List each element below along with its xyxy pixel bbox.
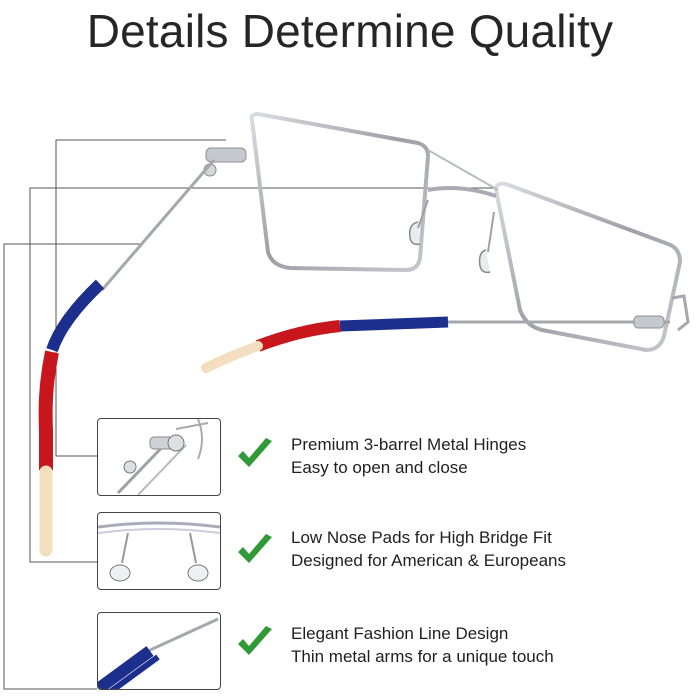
feature-nose-pads: Low Nose Pads for High Bridge Fit Design… <box>291 526 566 572</box>
check-icon <box>238 438 272 467</box>
left-lens-rim <box>249 111 431 273</box>
hinge-detail-thumbnail <box>97 418 221 496</box>
arm-line-detail-thumbnail <box>97 612 221 690</box>
right-arm-red <box>255 320 341 352</box>
check-icon <box>238 626 272 655</box>
callout-line-arm <box>3 243 140 690</box>
bridge <box>427 186 497 198</box>
feature-arm-design: Elegant Fashion Line Design Thin metal a… <box>291 622 554 668</box>
right-hinge-screw <box>671 294 690 332</box>
right-arm-tip <box>201 341 263 373</box>
top-bar <box>427 149 499 191</box>
feature-title: Elegant Fashion Line Design <box>291 624 509 643</box>
feature-subtitle: Easy to open and close <box>291 458 468 477</box>
left-arm-red <box>38 350 59 470</box>
feature-title: Low Nose Pads for High Bridge Fit <box>291 528 552 547</box>
left-arm-blue <box>46 279 105 353</box>
callout-line-bridge <box>29 187 496 563</box>
feature-title: Premium 3-barrel Metal Hinges <box>291 435 527 454</box>
left-arm-metal <box>100 159 216 291</box>
nose-pad-detail-thumbnail <box>97 512 221 590</box>
feature-subtitle: Thin metal arms for a unique touch <box>291 647 554 666</box>
right-arm-blue <box>339 316 449 332</box>
page-title: Details Determine Quality <box>86 5 614 57</box>
callout-lines <box>3 139 496 690</box>
feature-subtitle: Designed for American & Europeans <box>291 551 566 570</box>
right-hinge <box>633 315 665 329</box>
check-icon <box>238 534 272 563</box>
nose-pads <box>408 199 495 274</box>
callout-line-hinge <box>55 139 226 457</box>
right-lens-rim <box>493 181 683 353</box>
feature-hinges: Premium 3-barrel Metal Hinges Easy to op… <box>291 433 526 479</box>
